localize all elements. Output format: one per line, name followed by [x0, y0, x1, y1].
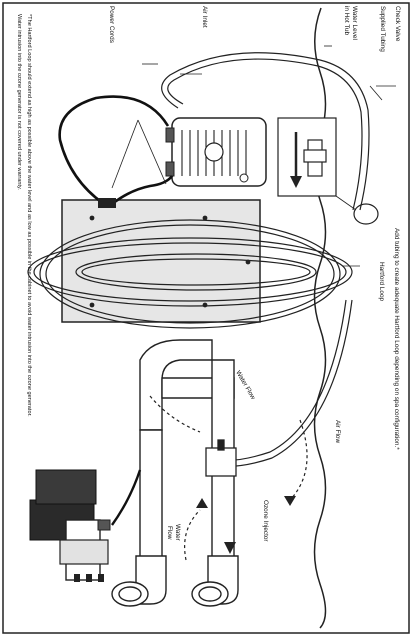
- ozone-injector: [205, 439, 237, 477]
- injector-feed-tube: [221, 299, 353, 467]
- water-flow-arrow-bottom: [184, 509, 201, 561]
- power-cords: [58, 95, 174, 206]
- board-screw: [89, 215, 95, 221]
- hartford-loop-tubing: [27, 219, 353, 329]
- label-power-cords: Power Cords: [108, 6, 115, 43]
- label-air-flow: Air Flow: [334, 420, 341, 443]
- footnote: *The Hartford Loop should extend as high…: [16, 14, 32, 417]
- arrow-down-icon: [284, 496, 296, 506]
- board-screw: [202, 215, 208, 221]
- pump-cable: [111, 469, 142, 526]
- label-water-flow-bottom-1: Water: [174, 524, 181, 542]
- check-valve-callout-circle: [353, 203, 379, 225]
- water-level-line: [313, 7, 327, 629]
- check-valve-detail: [277, 117, 337, 197]
- label-water-flow-bottom-2: Flow: [166, 526, 173, 540]
- label-check-valve: Check Valve: [394, 6, 401, 42]
- pipe-elbow: [111, 555, 239, 607]
- label-water-level-2: in Hot Tub: [343, 6, 350, 36]
- water-flow-arrow-top: [149, 395, 201, 433]
- supplied-tubing: [161, 52, 370, 211]
- board-screw: [89, 302, 95, 308]
- footnote-line-1: *The Hartford Loop should extend as high…: [26, 14, 32, 417]
- label-supplied-tubing: Supplied Tubing: [379, 6, 386, 52]
- label-tubing-note: Add tubing to create adequate Hartford L…: [393, 228, 400, 450]
- board-screw: [202, 302, 208, 308]
- label-water-level: Water Level: [351, 6, 358, 40]
- label-ozone-injector: Ozone Injector: [262, 500, 269, 542]
- label-hartford-loop: Hartford Loop: [378, 262, 385, 302]
- ozone-generator: [165, 117, 267, 187]
- label-air-inlet: Air Inlet: [201, 6, 208, 28]
- arrow-up-icon: [196, 498, 208, 508]
- leader-lines: [111, 45, 396, 267]
- arrow-down-icon: [224, 542, 236, 554]
- power-plug: [98, 198, 116, 208]
- pump: [29, 469, 111, 582]
- check-valve-zoom-line: [335, 195, 357, 211]
- footnote-line-2: Water intrusion into the ozone generator…: [16, 14, 22, 190]
- arrow-down-icon: [290, 176, 302, 188]
